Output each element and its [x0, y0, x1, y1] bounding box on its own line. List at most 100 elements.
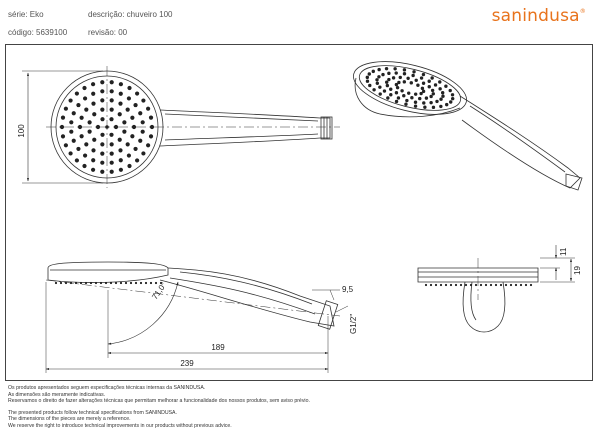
nozzle-dot [135, 91, 140, 96]
nozzle-dot [367, 72, 371, 76]
nozzle-dot [131, 124, 137, 130]
nozzle-dot [79, 134, 84, 139]
nozzle-dot [84, 107, 89, 112]
nozzle-dot [100, 98, 105, 103]
nozzle-dot [411, 73, 415, 78]
nozzle-dot [109, 160, 114, 165]
nozzle-dot [105, 125, 109, 129]
nozzle-dot [410, 96, 414, 100]
nozzle-dot [149, 281, 153, 285]
nozzle-dot [419, 91, 423, 96]
nozzle-dot [396, 96, 401, 100]
nozzle-dot [109, 132, 114, 137]
nozzle-dot [385, 83, 390, 88]
nozzle-dot [118, 167, 124, 172]
nozzle-dot [429, 283, 433, 287]
nozzle-dot [375, 78, 379, 82]
footer-en-3: We reserve the right to introduce techni… [8, 422, 232, 429]
nozzle-dot [125, 107, 130, 112]
dim-189: 189 [211, 343, 225, 352]
nozzle-dot [130, 115, 135, 120]
nozzle-dot [63, 106, 68, 111]
nozzle-dot [133, 102, 138, 108]
nozzle-dot [90, 167, 96, 172]
dim-100: 100 [17, 124, 26, 138]
nozzle-dot [118, 101, 123, 106]
nozzle-dot [100, 169, 105, 174]
nozzle-dot [427, 85, 431, 89]
nozzle-dot [416, 83, 420, 87]
nozzle-dot [402, 80, 407, 84]
dim-thread: G1/2" [349, 314, 358, 334]
nozzle-dot [419, 76, 424, 80]
nozzle-dot [109, 98, 114, 103]
nozzle-dot [448, 88, 452, 93]
nozzle-dot [100, 160, 105, 165]
nozzle-dot [89, 281, 93, 285]
nozzle-dot [400, 89, 404, 93]
nozzle-dot [109, 281, 113, 285]
nozzle-dot [74, 158, 79, 163]
nozzle-dot [82, 153, 88, 158]
nozzle-dot [384, 66, 389, 71]
nozzle-dot [389, 93, 393, 97]
nozzle-dot [420, 86, 425, 91]
nozzle-dot [450, 96, 455, 101]
nozzle-dot [148, 134, 154, 139]
nozzle-dot [394, 71, 398, 75]
nozzle-dot [113, 124, 119, 130]
nozzle-dot [146, 106, 151, 111]
nozzle-dot [394, 99, 399, 104]
nozzle-dot [404, 102, 408, 106]
nozzle-dot [118, 158, 123, 163]
nozzle-dot [529, 283, 533, 287]
codigo-label: código: 5639100 [8, 28, 68, 37]
dim-angle: 71,0° [150, 281, 168, 302]
nozzle-dot [386, 96, 390, 100]
nozzle-dot [94, 281, 98, 285]
nozzle-dot [109, 169, 114, 174]
nozzle-dot [100, 142, 105, 147]
nozzle-dot [79, 281, 83, 285]
nozzle-dot [130, 134, 135, 139]
serie-label: série: Eko [8, 10, 44, 19]
nozzle-dot [82, 163, 87, 169]
nozzle-dot [449, 100, 453, 104]
nozzle-dot [119, 281, 123, 285]
nozzle-dot [438, 87, 442, 91]
nozzle-dot [68, 151, 73, 156]
nozzle-dot [118, 82, 124, 87]
nozzle-dot [439, 283, 443, 287]
nozzle-dot [427, 79, 431, 83]
nozzle-dot [127, 163, 132, 169]
nozzle-dot [140, 129, 145, 134]
nozzle-dot [91, 148, 96, 153]
nozzle-dot [394, 82, 399, 87]
nozzle-dot [69, 281, 73, 285]
footer-notes: Os produtos apresentados seguem especifi… [8, 385, 310, 430]
nozzle-dot [104, 281, 108, 285]
nozzle-dot [402, 94, 406, 98]
nozzle-dot [459, 283, 463, 287]
nozzle-dot [385, 80, 389, 84]
nozzle-dot [435, 99, 439, 104]
nozzle-dot [79, 115, 84, 120]
footer-en-1: The presented products follow technical … [8, 409, 177, 416]
nozzle-dot [365, 75, 370, 80]
nozzle-dot [394, 91, 399, 95]
nozzle-dot [84, 281, 88, 285]
perspective-view [353, 61, 583, 191]
nozzle-dot [92, 137, 97, 142]
nozzle-dot [117, 112, 122, 117]
nozzle-dot [149, 124, 155, 130]
nozzle-dot [59, 281, 63, 285]
nozzle-dot [135, 158, 140, 163]
nozzle-dot [122, 120, 127, 125]
descricao-label: descrição: chuveiro 100 [88, 10, 173, 19]
nozzle-dot [440, 91, 445, 95]
nozzle-dot [91, 101, 96, 106]
nozzle-dot [469, 283, 473, 287]
nozzle-dot [429, 94, 433, 99]
front-view [22, 66, 340, 188]
nozzle-dot [429, 100, 433, 105]
